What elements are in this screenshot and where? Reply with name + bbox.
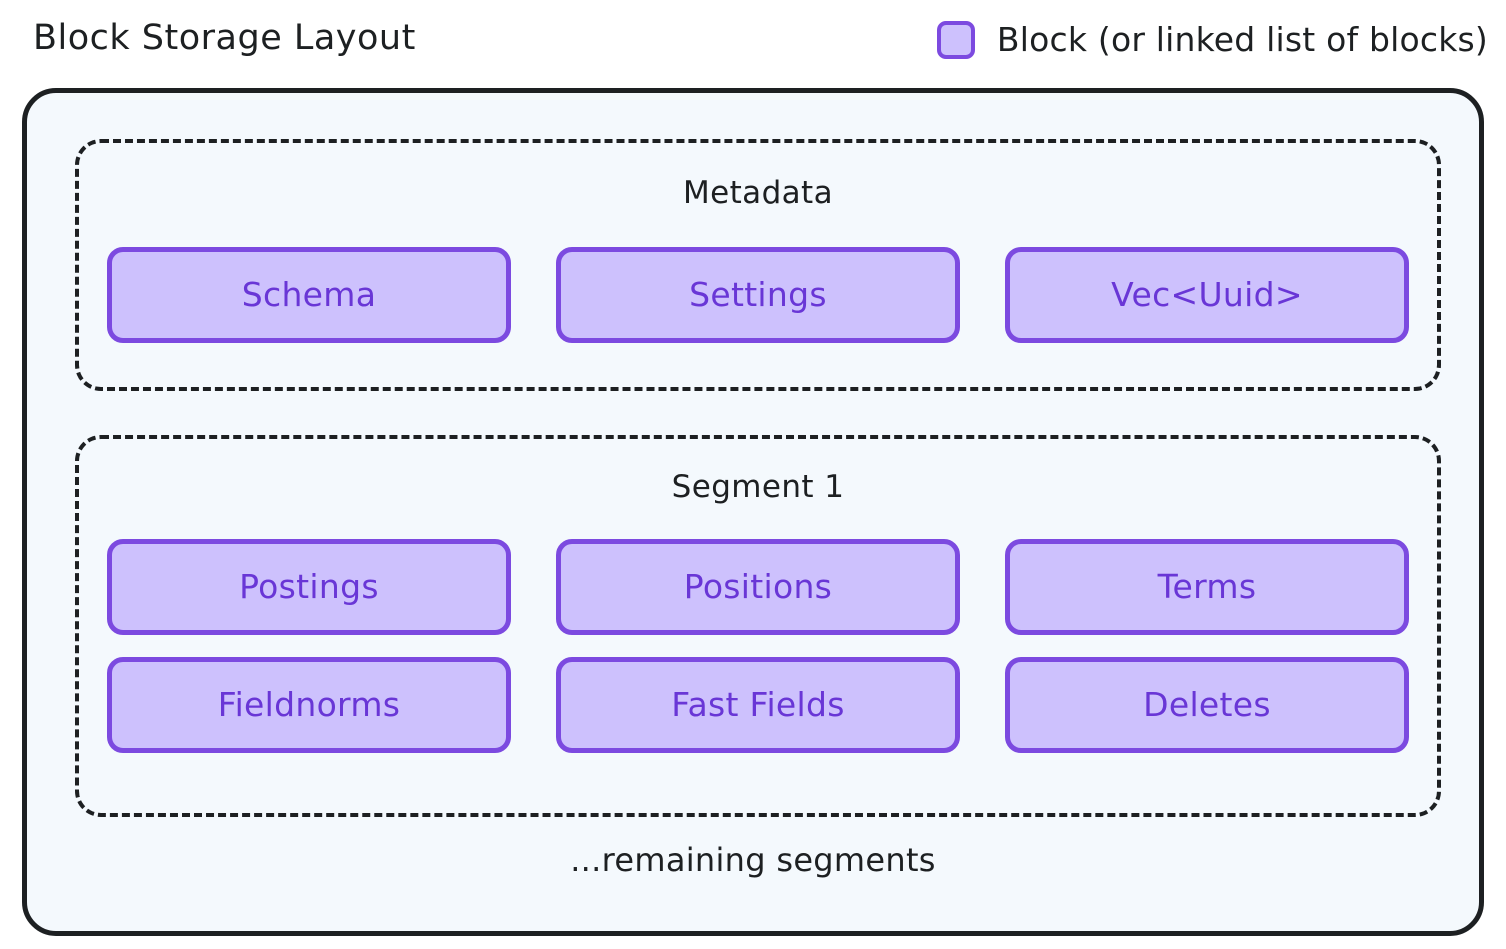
block-label: Fast Fields xyxy=(671,684,845,724)
block-deletes[interactable]: Deletes xyxy=(1005,657,1409,753)
legend-label: Block (or linked list of blocks) xyxy=(996,20,1488,59)
block-vec-uuid[interactable]: Vec<Uuid> xyxy=(1005,247,1409,343)
group-segment-1: Segment 1 Postings Positions Terms Field… xyxy=(75,435,1441,817)
block-row: Schema Settings Vec<Uuid> xyxy=(107,247,1409,343)
block-postings[interactable]: Postings xyxy=(107,539,511,635)
block-label: Schema xyxy=(241,274,377,314)
page-title: Block Storage Layout xyxy=(33,18,416,58)
group-segment-1-title: Segment 1 xyxy=(671,469,845,505)
block-settings[interactable]: Settings xyxy=(556,247,960,343)
block-label: Terms xyxy=(1157,566,1257,606)
block-label: Deletes xyxy=(1143,684,1271,724)
group-segment-1-rows: Postings Positions Terms Fieldnorms Fast… xyxy=(107,539,1409,753)
block-row: Fieldnorms Fast Fields Deletes xyxy=(107,657,1409,753)
block-fast-fields[interactable]: Fast Fields xyxy=(556,657,960,753)
legend: Block (or linked list of blocks) xyxy=(936,20,1488,59)
block-storage-container: Metadata Schema Settings Vec<Uuid> Segme… xyxy=(22,88,1484,936)
block-label: Fieldnorms xyxy=(217,684,401,724)
group-metadata: Metadata Schema Settings Vec<Uuid> xyxy=(75,139,1441,391)
block-label: Settings xyxy=(689,274,827,314)
block-row: Postings Positions Terms xyxy=(107,539,1409,635)
group-metadata-title: Metadata xyxy=(683,175,833,211)
group-metadata-rows: Schema Settings Vec<Uuid> xyxy=(107,247,1409,343)
block-label: Positions xyxy=(683,566,833,606)
block-label: Postings xyxy=(239,566,379,606)
remaining-segments-note: ...remaining segments xyxy=(570,841,936,879)
diagram-header: Block Storage Layout Block (or linked li… xyxy=(0,0,1506,86)
block-positions[interactable]: Positions xyxy=(556,539,960,635)
block-schema[interactable]: Schema xyxy=(107,247,511,343)
block-terms[interactable]: Terms xyxy=(1005,539,1409,635)
block-fieldnorms[interactable]: Fieldnorms xyxy=(107,657,511,753)
block-swatch-icon xyxy=(936,20,975,59)
block-label: Vec<Uuid> xyxy=(1111,274,1303,314)
